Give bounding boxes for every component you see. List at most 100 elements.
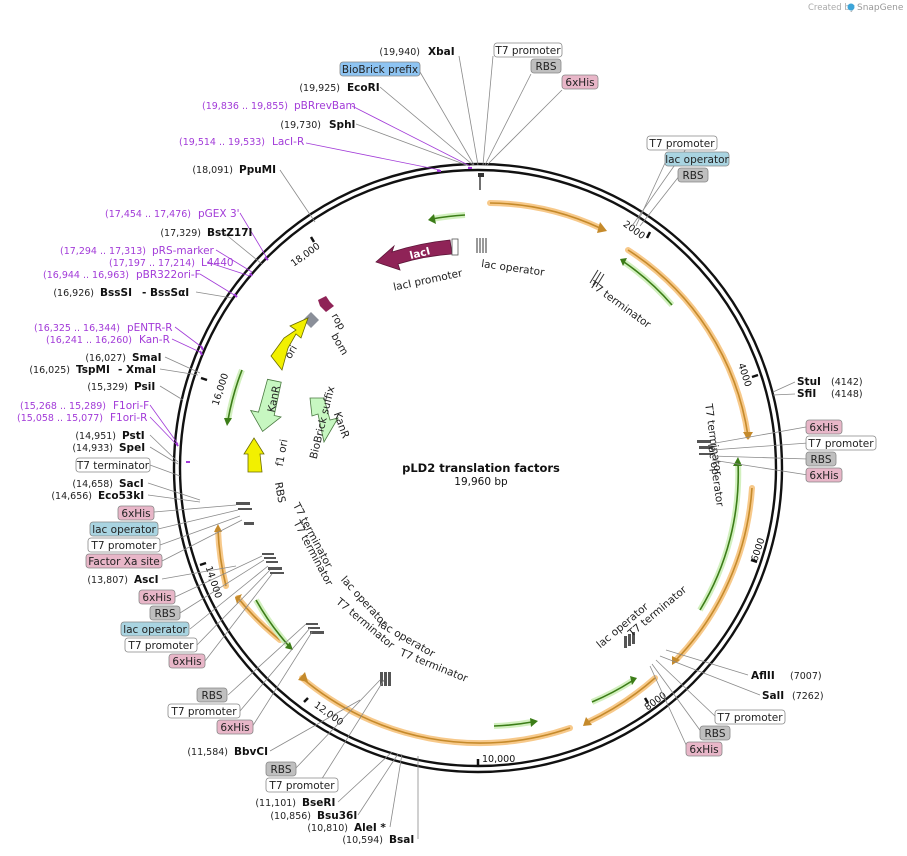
r2-t7-promoter-box[interactable]: T7 promoter [805, 435, 877, 451]
l4440-primer[interactable]: L4440 [201, 257, 234, 269]
l-6xhis-text: 6xHis [121, 508, 150, 520]
l-6xhis-box[interactable]: 6xHis [117, 505, 155, 521]
r1-lac-operator-box[interactable]: lac operator [664, 151, 729, 167]
green-arrowhead [630, 676, 637, 685]
biobrick-prefix-box[interactable]: BioBrick prefix [339, 61, 421, 77]
top-rbs-text: RBS [536, 61, 557, 73]
stui-site[interactable]: StuI [797, 376, 821, 388]
sali-site[interactable]: SalI [762, 690, 784, 702]
green-arc [699, 461, 740, 611]
green-arc [623, 261, 673, 306]
pbrrevbam-primer[interactable]: pBRrevBam [294, 100, 356, 112]
kan-r-primer[interactable]: Kan-R [139, 334, 170, 346]
aflii-site[interactable]: AflII [751, 670, 775, 682]
bsu36i-site[interactable]: Bsu36I [317, 810, 357, 822]
spei-site[interactable]: SpeI [119, 442, 145, 454]
bom-label: bom [328, 331, 350, 357]
bseri-site[interactable]: BseRI [302, 797, 335, 809]
l2-t7-promoter-box[interactable]: T7 promoter [124, 637, 198, 653]
spei-position: (14,933) [72, 443, 113, 454]
pgex3-primer[interactable]: pGEX 3' [198, 208, 240, 220]
r3-t7-promoter-text: T7 promoter [716, 712, 783, 724]
top-t7-promoter-box[interactable]: T7 promoter [493, 42, 563, 58]
r1-rbs-box[interactable]: RBS [677, 167, 709, 183]
pbr322ori-f-primer[interactable]: pBR322ori-F [136, 269, 201, 281]
prs-marker-primer[interactable]: pRS-marker [152, 245, 215, 257]
tick-mark [750, 558, 758, 564]
asci-site[interactable]: AscI [134, 574, 159, 586]
sphi-site[interactable]: SphI [329, 119, 355, 131]
sphi-position: (19,730) [280, 120, 321, 131]
primer-labels: (19,836 .. 19,855) pBRrevBam (19,514 .. … [17, 100, 356, 424]
tspmi-site[interactable]: TspMI [76, 364, 110, 376]
l-t7-promoter-box[interactable]: T7 promoter [87, 537, 161, 553]
orange-arc [673, 485, 755, 663]
b-rbs-box[interactable]: RBS [196, 687, 228, 703]
laci-gene-arrow [375, 239, 453, 271]
l-t7-terminator-box[interactable]: T7 terminator [75, 457, 151, 473]
bsssi-site[interactable]: BssSI [100, 287, 132, 299]
b-rbs-text: RBS [202, 690, 223, 702]
top-6xhis-box[interactable]: 6xHis [561, 74, 599, 90]
ppumi-site[interactable]: PpuMI [239, 164, 276, 176]
r3-rbs-box[interactable]: RBS [699, 725, 731, 741]
r3-6xhis-box[interactable]: 6xHis [685, 741, 723, 757]
l2-6xhis-box[interactable]: 6xHis [138, 589, 176, 605]
r3-t7-promoter-box[interactable]: T7 promoter [714, 709, 786, 725]
bsai-site[interactable]: BsaI [389, 834, 414, 846]
credit-brand: SnapGene [857, 3, 904, 13]
psii-site[interactable]: PsiI [134, 381, 155, 393]
f1ori-f-primer[interactable]: F1ori-F [113, 400, 149, 412]
bsssai-site[interactable]: - BssSαI [142, 287, 189, 299]
r2-rbs-box[interactable]: RBS [805, 451, 837, 467]
r2-6xhis-box-2[interactable]: 6xHis [805, 467, 843, 483]
l2-6xhis-box-2[interactable]: 6xHis [168, 653, 206, 669]
tick-label-8000: 8000 [643, 690, 669, 713]
top-6xhis-text: 6xHis [565, 77, 594, 89]
bom-diamond [303, 312, 319, 328]
credit-text: Created by [808, 3, 855, 13]
bstz17i-site[interactable]: BstZ17I [207, 227, 252, 239]
f1ori-r-primer[interactable]: F1ori-R [110, 412, 147, 424]
aflii-position: (7007) [790, 671, 822, 682]
top-rbs-box[interactable]: RBS [530, 58, 562, 74]
rbs-inner-label: RBS [272, 481, 288, 504]
b-t7-promoter-box[interactable]: T7 promoter [167, 703, 241, 719]
laci-label: lacI [408, 245, 431, 262]
bbvci-site[interactable]: BbvCI [234, 746, 268, 758]
eco53ki-site[interactable]: Eco53kI [98, 490, 144, 502]
green-arrowhead [530, 718, 538, 727]
green-arrowhead [285, 642, 293, 650]
sfii-site[interactable]: SfiI [797, 388, 816, 400]
alei-site[interactable]: AleI * [354, 822, 386, 834]
l4440-position: (17,197 .. 17,214) [109, 258, 195, 269]
b2-t7-promoter-box[interactable]: T7 promoter [265, 777, 339, 793]
psti-site[interactable]: PstI [122, 430, 145, 442]
xbai-site[interactable]: XbaI [428, 46, 455, 58]
r1-t7-promoter-box[interactable]: T7 promoter [646, 135, 718, 151]
smai-site[interactable]: SmaI [132, 352, 162, 364]
orange-arrowhead [214, 524, 222, 532]
orange-arrowhead [583, 717, 592, 726]
r2-6xhis-box[interactable]: 6xHis [805, 419, 843, 435]
ecori-site[interactable]: EcoRI [347, 82, 380, 94]
bbvci-position: (11,584) [187, 747, 228, 758]
eco53ki-position: (14,656) [51, 491, 92, 502]
b2-rbs-box[interactable]: RBS [265, 761, 297, 777]
l2-lac-operator-box[interactable]: lac operator [120, 621, 190, 637]
r2-t7-promoter-text: T7 promoter [807, 438, 874, 450]
b-6xhis-box[interactable]: 6xHis [216, 719, 254, 735]
laci-r-primer[interactable]: LacI-R [272, 136, 304, 148]
l-factor-xa-box[interactable]: Factor Xa site [85, 553, 163, 569]
l-t7-terminator-text: T7 terminator [76, 460, 150, 472]
orange-features [214, 200, 755, 747]
saci-site[interactable]: SacI [119, 478, 144, 490]
pentr-r-primer[interactable]: pENTR-R [127, 322, 173, 334]
xmai-site[interactable]: - XmaI [118, 364, 156, 376]
orange-arrowhead [597, 222, 607, 233]
green-arrowhead [224, 418, 232, 426]
t7-terminator-top-glyph [589, 269, 605, 288]
l-lac-operator-box[interactable]: lac operator [89, 521, 159, 537]
l2-rbs-box[interactable]: RBS [149, 605, 181, 621]
l-lac-operator-text: lac operator [92, 524, 156, 536]
